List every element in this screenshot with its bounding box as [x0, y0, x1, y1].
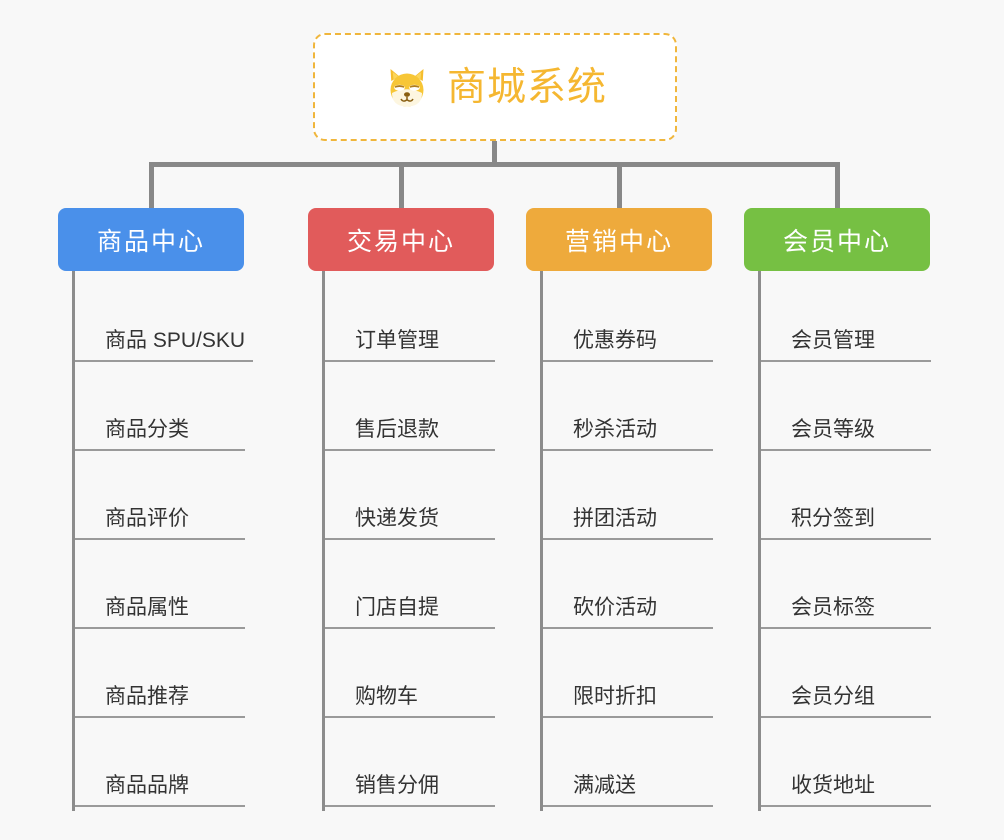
- connector-horizontal-bar: [149, 162, 840, 167]
- leaf-item[interactable]: 购物车: [325, 633, 530, 722]
- leaf-list-4: 会员管理 会员等级 积分签到 会员标签 会员分组 收货地址: [758, 271, 966, 811]
- root-node-shop-system[interactable]: 商城系统: [313, 33, 677, 141]
- leaf-item[interactable]: 快递发货: [325, 455, 530, 544]
- leaf-item[interactable]: 会员等级: [761, 366, 966, 455]
- leaf-label: 积分签到: [761, 504, 931, 540]
- branch-columns: 商品中心 商品 SPU/SKU 商品分类 商品评价 商品属性 商品推荐 商品品牌…: [0, 208, 1004, 840]
- leaf-item[interactable]: 会员分组: [761, 633, 966, 722]
- leaf-item[interactable]: 限时折扣: [543, 633, 748, 722]
- leaf-label: 满减送: [543, 771, 713, 807]
- leaf-item[interactable]: 销售分佣: [325, 722, 530, 811]
- leaf-label: 拼团活动: [543, 504, 713, 540]
- leaf-label: 收货地址: [761, 771, 931, 807]
- connector-drop-branch-4: [835, 162, 840, 208]
- branch-column-2: 交易中心 订单管理 售后退款 快递发货 门店自提 购物车 销售分佣: [308, 208, 530, 811]
- leaf-label: 会员分组: [761, 682, 931, 718]
- branch-column-3: 营销中心 优惠券码 秒杀活动 拼团活动 砍价活动 限时折扣 满减送: [526, 208, 748, 811]
- leaf-list-2: 订单管理 售后退款 快递发货 门店自提 购物车 销售分佣: [322, 271, 530, 811]
- leaf-item[interactable]: 商品属性: [75, 544, 298, 633]
- leaf-label: 商品推荐: [75, 682, 245, 718]
- leaf-label: 快递发货: [325, 504, 495, 540]
- leaf-item[interactable]: 砍价活动: [543, 544, 748, 633]
- leaf-label: 商品评价: [75, 504, 245, 540]
- leaf-item[interactable]: 收货地址: [761, 722, 966, 811]
- leaf-label: 商品属性: [75, 593, 245, 629]
- leaf-item[interactable]: 订单管理: [325, 277, 530, 366]
- leaf-item[interactable]: 优惠券码: [543, 277, 748, 366]
- leaf-item[interactable]: 满减送: [543, 722, 748, 811]
- leaf-item[interactable]: 会员标签: [761, 544, 966, 633]
- leaf-label: 会员标签: [761, 593, 931, 629]
- shiba-dog-face-icon: [390, 69, 424, 108]
- branch-card-4[interactable]: 会员中心: [744, 208, 930, 271]
- leaf-label: 商品分类: [75, 415, 245, 451]
- connector-root-stub: [492, 141, 497, 165]
- connector-drop-branch-2: [399, 162, 404, 208]
- leaf-label: 门店自提: [325, 593, 495, 629]
- leaf-item[interactable]: 售后退款: [325, 366, 530, 455]
- leaf-item[interactable]: 拼团活动: [543, 455, 748, 544]
- leaf-item[interactable]: 积分签到: [761, 455, 966, 544]
- leaf-label: 优惠券码: [543, 326, 713, 362]
- branch-card-2[interactable]: 交易中心: [308, 208, 494, 271]
- leaf-item[interactable]: 商品品牌: [75, 722, 298, 811]
- leaf-label: 订单管理: [325, 326, 495, 362]
- leaf-item[interactable]: 商品评价: [75, 455, 298, 544]
- leaf-item[interactable]: 门店自提: [325, 544, 530, 633]
- root-node-title: 商城系统: [446, 65, 607, 109]
- connector-drop-branch-1: [149, 162, 154, 208]
- leaf-item[interactable]: 商品推荐: [75, 633, 298, 722]
- connector-drop-branch-3: [617, 162, 622, 208]
- leaf-list-1: 商品 SPU/SKU 商品分类 商品评价 商品属性 商品推荐 商品品牌: [72, 271, 298, 811]
- leaf-item[interactable]: 秒杀活动: [543, 366, 748, 455]
- leaf-label: 会员管理: [761, 326, 931, 362]
- leaf-label: 商品品牌: [75, 771, 245, 807]
- branch-column-4: 会员中心 会员管理 会员等级 积分签到 会员标签 会员分组 收货地址: [744, 208, 966, 811]
- leaf-label: 售后退款: [325, 415, 495, 451]
- branch-card-1[interactable]: 商品中心: [58, 208, 244, 271]
- branch-card-3[interactable]: 营销中心: [526, 208, 712, 271]
- leaf-label: 商品 SPU/SKU: [75, 326, 254, 362]
- leaf-label: 限时折扣: [543, 682, 713, 718]
- leaf-label: 会员等级: [761, 415, 931, 451]
- leaf-label: 购物车: [325, 682, 495, 718]
- leaf-label: 销售分佣: [325, 771, 495, 807]
- branch-column-1: 商品中心 商品 SPU/SKU 商品分类 商品评价 商品属性 商品推荐 商品品牌: [58, 208, 298, 811]
- leaf-list-3: 优惠券码 秒杀活动 拼团活动 砍价活动 限时折扣 满减送: [540, 271, 748, 811]
- leaf-item[interactable]: 商品分类: [75, 366, 298, 455]
- leaf-label: 秒杀活动: [543, 415, 713, 451]
- leaf-item[interactable]: 商品 SPU/SKU: [75, 277, 298, 366]
- leaf-label: 砍价活动: [543, 593, 713, 629]
- leaf-item[interactable]: 会员管理: [761, 277, 966, 366]
